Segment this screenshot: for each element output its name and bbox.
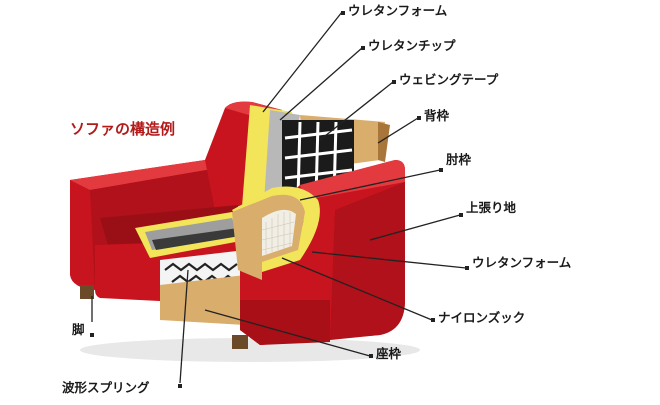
label-seat-frame: 座枠 — [375, 346, 402, 361]
sofa-body — [70, 101, 420, 362]
leader-urethane-foam-arm — [311, 251, 467, 269]
label-urethane-chip: ウレタンチップ — [368, 38, 456, 53]
label-back-frame: 背枠 — [424, 108, 450, 123]
label-webbing-tape: ウェビングテープ — [399, 72, 499, 87]
leader-upholstery — [369, 214, 461, 241]
diagram-title: ソファの構造例 — [70, 120, 175, 138]
leg-left — [80, 285, 94, 299]
label-leg: 脚 — [72, 322, 85, 337]
nylon-zuck-panel — [262, 209, 296, 256]
label-zigzag-spring: 波形スプリング — [62, 380, 150, 395]
leader-back-frame — [377, 117, 419, 144]
leader-nylon-zuck — [281, 257, 433, 321]
seat-frame-wood — [160, 275, 245, 325]
label-nylon-zuck: ナイロンズック — [438, 310, 525, 325]
leader-urethane-chip — [279, 47, 363, 121]
label-upholstery: 上張り地 — [466, 200, 517, 215]
leg-right — [232, 335, 248, 349]
label-arm-frame: 肘枠 — [446, 152, 472, 167]
part-labels: ウレタンフォーム ウレタンチップ ウェビングテープ 背枠 肘枠 上張り地 ウレタ… — [62, 3, 572, 395]
leader-lines — [91, 11, 467, 384]
leader-urethane-foam-top — [262, 11, 343, 113]
leader-arm-frame — [299, 169, 441, 201]
leader-webbing-tape — [319, 81, 394, 141]
leader-seat-frame — [204, 309, 371, 357]
label-urethane-foam-top: ウレタンフォーム — [348, 3, 448, 18]
label-urethane-foam-arm: ウレタンフォーム — [472, 255, 572, 270]
leader-zigzag-spring — [179, 269, 189, 384]
